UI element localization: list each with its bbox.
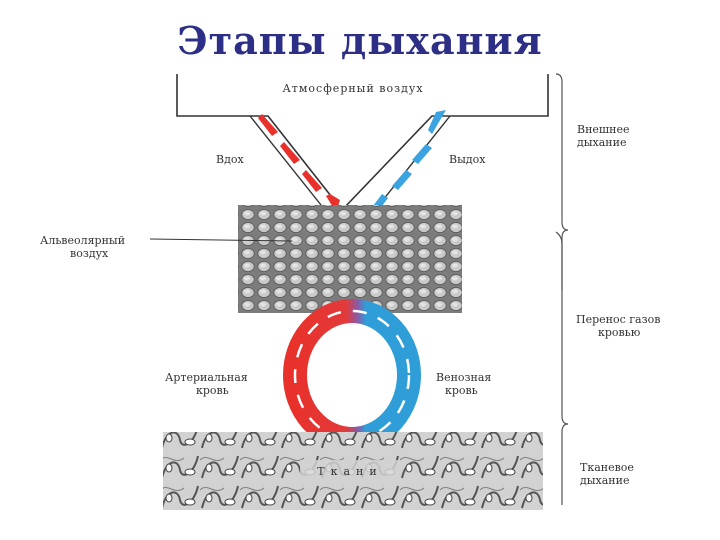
alveolar-air-label-line1: Альвеолярный: [40, 234, 125, 247]
blood-circulation-ring: [283, 299, 421, 451]
gas-transport-label-line2: кровью: [598, 326, 641, 339]
tissues-label: Ткани: [317, 465, 382, 478]
arterial-blood-label-line1: Артериальная: [165, 371, 248, 384]
atmospheric-air-label: Атмосферный воздух: [282, 82, 423, 95]
alveoli-block: [238, 205, 462, 313]
inhale-arrows: [258, 114, 340, 212]
inhale-channel: [249, 115, 326, 211]
alveolar-air-label-line2: воздух: [70, 247, 109, 260]
exhale-arrows: [370, 110, 446, 214]
external-respiration-label-line2: дыхание: [577, 136, 626, 149]
external-respiration-label-line1: Внешнее: [577, 123, 630, 136]
slide-title: Этапы дыхания: [177, 18, 543, 63]
alveolar-air-leader: [149, 238, 293, 242]
tissue-respiration-label-line1: Тканевое: [580, 461, 634, 474]
arterial-blood-label-line2: кровь: [196, 384, 229, 397]
gas-transport-label-line1: Перенос газов: [576, 313, 660, 326]
exhale-label: Выдох: [449, 153, 486, 166]
stage-brackets: [555, 73, 569, 505]
venous-blood-label-line2: кровь: [445, 384, 478, 397]
venous-blood-label-line1: Венозная: [436, 371, 491, 384]
tissue-respiration-label-line2: дыхание: [580, 474, 629, 487]
inhale-label: Вдох: [216, 153, 244, 166]
exhale-channel: [374, 115, 451, 211]
